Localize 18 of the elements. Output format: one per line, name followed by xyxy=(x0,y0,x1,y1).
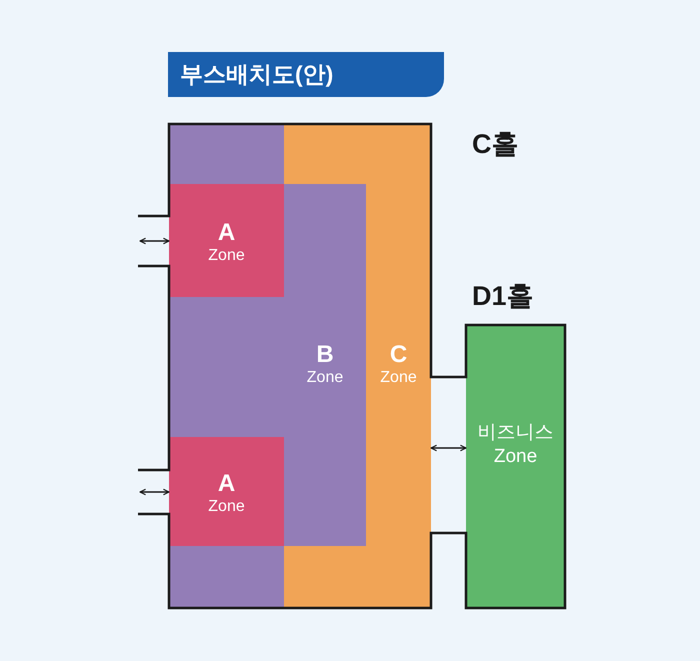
zone-label: Zone xyxy=(207,498,246,516)
zone-block xyxy=(169,184,284,297)
zone-letter: B xyxy=(315,342,335,368)
hall-heading: D1홀 xyxy=(472,280,534,313)
zone-block xyxy=(169,437,284,546)
zone-letter: C xyxy=(388,342,408,368)
double-arrow xyxy=(139,238,170,244)
hall-heading: C홀 xyxy=(472,128,518,161)
zone-label: Zone xyxy=(379,369,418,387)
double-arrow xyxy=(139,488,170,496)
zone-name: 비즈니스 Zone xyxy=(476,421,554,469)
zone-area xyxy=(284,124,431,608)
zone-label: Zone xyxy=(207,247,246,265)
title: 부스배치도(안) xyxy=(180,60,334,89)
double-arrow xyxy=(430,444,467,452)
zone-letter: A xyxy=(216,220,236,246)
zone-label: Zone xyxy=(306,369,344,387)
zone-letter: A xyxy=(216,471,236,497)
